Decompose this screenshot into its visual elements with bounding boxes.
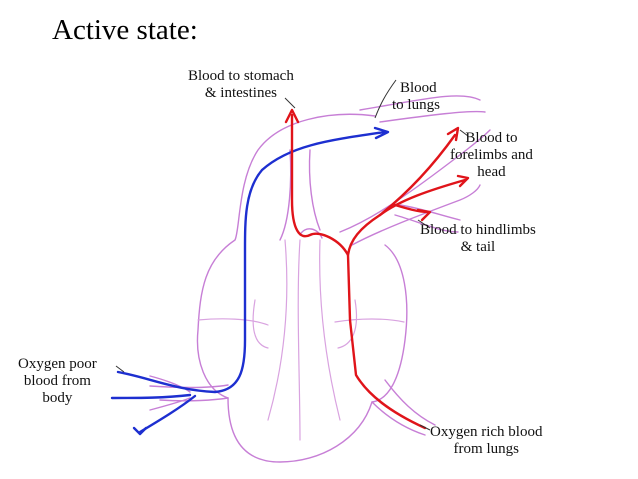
label-oxygen-rich-blood: Oxygen rich blood from lungs xyxy=(430,424,542,458)
label-leader-lines xyxy=(115,79,469,431)
label-line: Oxygen rich blood xyxy=(430,424,543,440)
label-line: forelimbs and xyxy=(450,147,533,163)
label-line: & tail xyxy=(460,239,496,255)
label-blood-to-hindlimbs: Blood to hindlimbs & tail xyxy=(420,222,536,256)
heart-outline xyxy=(149,95,491,463)
label-line: Blood to hindlimbs xyxy=(420,222,536,238)
label-blood-to-forelimbs: Blood to forelimbs and head xyxy=(450,130,533,181)
label-line: head xyxy=(477,164,506,180)
label-line: to lungs xyxy=(392,97,440,113)
oxygen-rich-flow xyxy=(284,108,470,430)
label-oxygen-poor-blood: Oxygen poor blood from body xyxy=(18,356,97,407)
label-line: Blood to stomach xyxy=(188,68,294,84)
label-line: Blood to xyxy=(465,130,518,146)
label-line: body xyxy=(42,390,73,406)
label-blood-to-stomach: Blood to stomach & intestines xyxy=(188,68,294,102)
label-line: & intestines xyxy=(204,85,277,101)
label-line: Blood xyxy=(400,80,437,96)
label-line: from lungs xyxy=(453,441,519,457)
label-line: Oxygen poor xyxy=(18,356,97,372)
slide-title: Active state: xyxy=(52,14,198,46)
oxygen-poor-flow xyxy=(110,126,390,436)
label-blood-to-lungs: Blood to lungs xyxy=(392,80,440,114)
label-line: blood from xyxy=(23,373,91,389)
